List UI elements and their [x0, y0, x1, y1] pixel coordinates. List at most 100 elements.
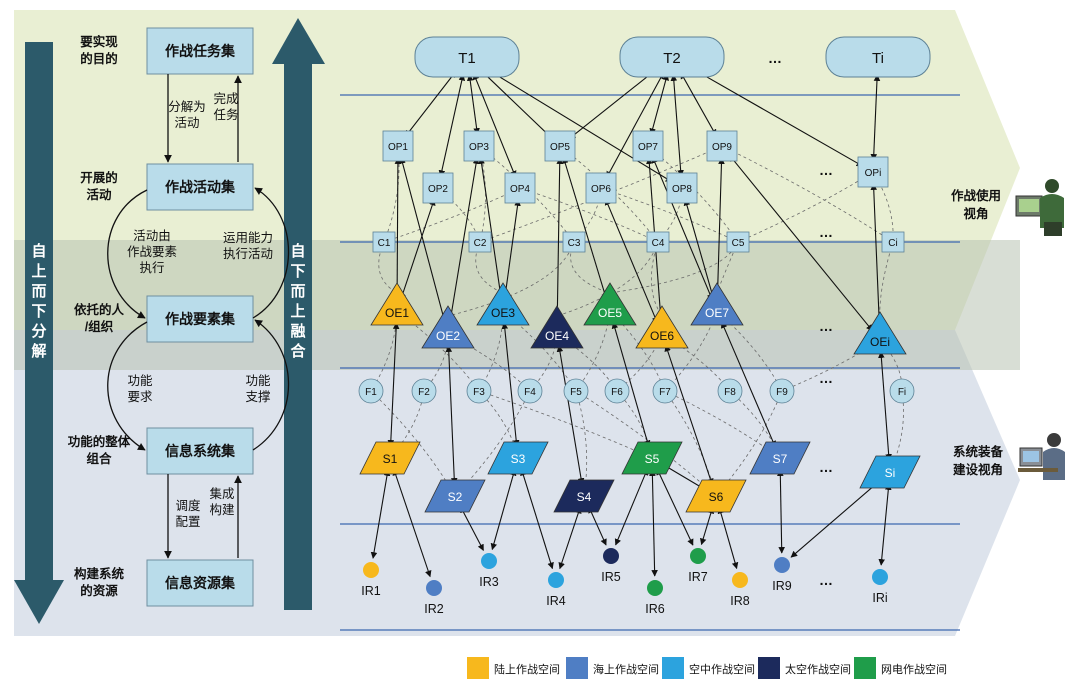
op-node: [585, 172, 617, 204]
capability-node: [726, 231, 750, 253]
capability-label: C5: [732, 238, 745, 249]
solid-link: [447, 157, 480, 323]
hierarchy-box-label: 作战活动集: [165, 179, 236, 195]
capability-label: Ci: [888, 238, 897, 249]
legend-swatch: [566, 657, 588, 679]
solid-link: [687, 65, 864, 167]
element-node: [370, 282, 424, 326]
system-node: [359, 441, 421, 475]
op-node: [632, 130, 664, 162]
solid-link: [490, 468, 517, 551]
hierarchy-side-label: 开展的: [80, 170, 118, 185]
function-node: [889, 378, 915, 404]
function-node: [358, 378, 384, 404]
capability-node: [372, 231, 396, 253]
function-label: F5: [570, 387, 582, 398]
loop-arrow: [252, 319, 290, 451]
hierarchy-box: [146, 27, 254, 75]
task-node: [414, 36, 520, 78]
solid-link: [683, 198, 716, 301]
function-label: F2: [418, 387, 430, 398]
flow-arrow-label: 调度: [175, 498, 201, 513]
legend-swatch: [467, 657, 489, 679]
loop-arrow-label: 功能: [245, 374, 271, 388]
loop-arrow: [252, 187, 290, 319]
hierarchy-box-label: 信息系统集: [165, 443, 236, 459]
ellipsis: …: [819, 162, 833, 178]
solid-link: [501, 322, 520, 447]
solid-link: [611, 321, 651, 448]
solid-link: [387, 322, 400, 447]
op-label: OP1: [388, 142, 408, 153]
flow-arrow-label: 配置: [175, 515, 200, 529]
solid-link: [729, 154, 873, 332]
loop-arrow-label: 功能: [127, 374, 153, 388]
op-label: OP2: [428, 184, 448, 195]
loop-arrow: [107, 189, 148, 319]
legend-swatch: [854, 657, 876, 679]
hierarchy-side-label: 功能的整体: [68, 434, 131, 449]
element-node: [421, 305, 475, 349]
solid-link: [649, 469, 658, 577]
dashed-link: [556, 241, 659, 317]
loop-arrow-label: 支撑: [245, 389, 271, 404]
loop-arrow-label: 活动由: [133, 229, 171, 243]
dashed-link: [781, 339, 881, 392]
function-node: [604, 378, 630, 404]
ellipsis: …: [819, 224, 833, 240]
function-label: F1: [365, 387, 377, 398]
flow-arrow-label: 分解为: [168, 100, 206, 114]
loop-arrow-label: 执行活动: [223, 247, 273, 261]
solid-links: [370, 65, 892, 578]
solid-link: [649, 73, 669, 136]
legend-swatch: [758, 657, 780, 679]
system-node: [621, 441, 683, 475]
operational-perspective-label-2: 视角: [963, 206, 988, 221]
resource-label: IR6: [645, 602, 665, 616]
loop-arrow-label: 要求: [127, 390, 153, 404]
function-node: [517, 378, 543, 404]
solid-link: [790, 479, 882, 558]
resource-node: [690, 548, 706, 564]
hierarchy-box: [146, 295, 254, 343]
resource-label: IR9: [772, 579, 792, 593]
function-label: F4: [524, 387, 536, 398]
op-node: [463, 130, 495, 162]
op-node: [504, 172, 536, 204]
capability-node: [646, 231, 670, 253]
task-label: Ti: [872, 50, 884, 67]
op-label: OP3: [469, 142, 489, 153]
flow-arrow-label: 活动: [174, 116, 199, 130]
system-label: S4: [577, 490, 592, 504]
hierarchy-box: [146, 559, 254, 607]
solid-link: [460, 506, 484, 551]
function-node: [717, 378, 743, 404]
solid-link: [392, 468, 432, 578]
resource-label: IR8: [730, 594, 750, 608]
resource-label: IR5: [601, 570, 621, 584]
solid-link: [614, 468, 649, 546]
solid-link: [661, 463, 707, 491]
legend-label: 空中作战空间: [689, 662, 755, 676]
dashed-link: [454, 390, 531, 497]
resource-node: [647, 580, 663, 596]
solid-link: [878, 351, 892, 461]
solid-link: [588, 506, 607, 546]
legend-label: 海上作战空间: [593, 662, 659, 676]
flow-arrow-label: 任务: [213, 107, 238, 122]
legend-swatch: [662, 657, 684, 679]
system-label: S3: [511, 452, 526, 466]
system-label: S6: [709, 490, 724, 504]
ellipsis: …: [768, 50, 782, 66]
loop-arrow-label: 执行: [139, 261, 164, 275]
resource-label: IRi: [872, 591, 887, 605]
ellipsis: …: [819, 459, 833, 475]
element-node: [476, 282, 530, 326]
equipment-perspective: 系统装备 建设视角: [953, 433, 1065, 480]
ellipsis: …: [819, 318, 833, 334]
system-node: [424, 479, 486, 513]
system-label: S7: [773, 452, 788, 466]
op-label: OP9: [712, 142, 732, 153]
hierarchy-side-label: 的资源: [80, 583, 118, 598]
